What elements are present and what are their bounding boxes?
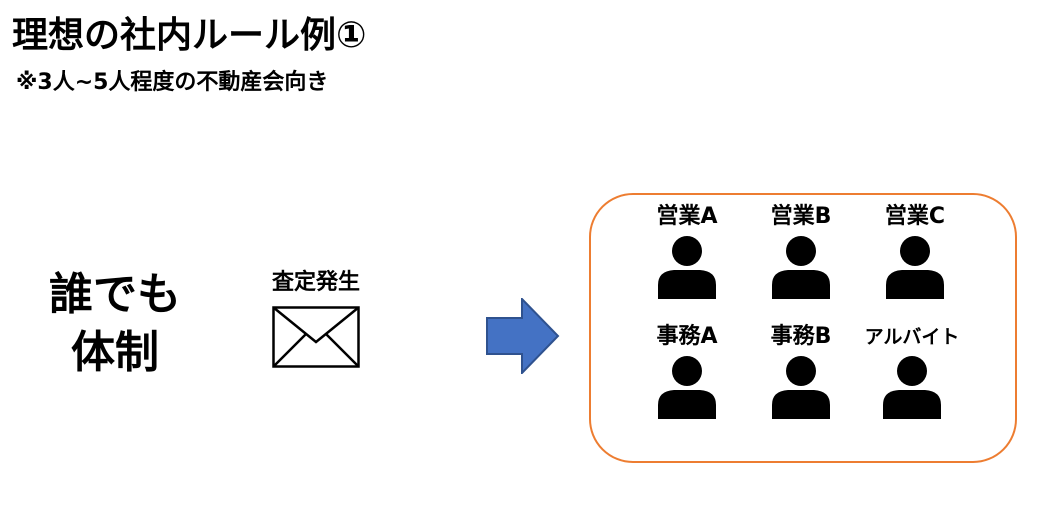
person-icon — [883, 356, 941, 419]
person-icon — [658, 356, 716, 419]
staff-member-office-b: 事務B — [741, 323, 861, 419]
person-icon — [772, 236, 830, 299]
page-subtitle: ※3人~5人程度の不動産会向き — [16, 70, 329, 95]
staff-name: 営業A — [656, 204, 718, 229]
staff-name: 事務B — [770, 324, 832, 349]
person-icon — [886, 236, 944, 299]
staff-name: アルバイト — [864, 326, 960, 348]
person-icon — [772, 356, 830, 419]
staff-member-sales-b: 営業B — [741, 203, 861, 299]
system-label-line-1: 誰でも — [49, 269, 181, 320]
staff-member-sales-c: 営業C — [855, 203, 975, 299]
envelope-icon — [272, 306, 360, 368]
staff-member-office-a: 事務A — [627, 323, 747, 419]
page-title: 理想の社内ルール例① — [12, 15, 367, 56]
system-label-line-2: 体制 — [71, 327, 159, 378]
staff-group-box — [589, 193, 1017, 463]
staff-member-sales-a: 営業A — [627, 203, 747, 299]
staff-name: 営業B — [770, 204, 832, 229]
staff-name: 営業C — [884, 204, 946, 229]
staff-name: 事務A — [656, 324, 718, 349]
system-label: 誰でも 体制 — [30, 266, 200, 382]
person-icon — [658, 236, 716, 299]
right-arrow-icon — [486, 298, 560, 374]
event-label: 査定発生 — [271, 270, 360, 295]
staff-member-part-timer: アルバイト — [852, 323, 972, 419]
